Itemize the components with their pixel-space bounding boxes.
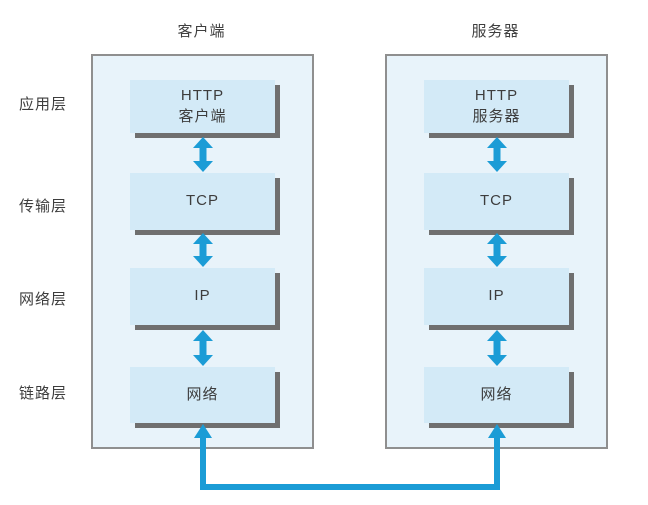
server-http-line2: 服务器	[472, 107, 521, 125]
layer-label-application: 应用层	[18, 95, 67, 113]
server-title: 服务器	[471, 23, 520, 40]
client-tcp-label: TCP	[186, 192, 219, 210]
double-arrow-icon	[487, 137, 507, 172]
double-arrow-icon	[487, 233, 507, 267]
server-ip-box: IP	[424, 268, 569, 325]
double-arrow-icon	[193, 330, 213, 366]
client-http-box: HTTP 客户端	[130, 80, 275, 133]
client-tcp-box: TCP	[130, 173, 275, 230]
connection-line-arrow	[194, 424, 506, 490]
server-tcp-label: TCP	[480, 192, 513, 210]
layer-label-transport: 传输层	[18, 197, 67, 215]
client-link-box: 网络	[130, 367, 275, 423]
client-ip-box: IP	[130, 268, 275, 325]
server-ip-label: IP	[488, 287, 505, 305]
server-link-box: 网络	[424, 367, 569, 423]
double-arrow-icon	[193, 233, 213, 267]
double-arrow-icon	[193, 137, 213, 172]
layer-label-link: 链路层	[18, 384, 67, 402]
client-link-label: 网络	[186, 385, 219, 403]
server-link-label: 网络	[480, 385, 513, 403]
client-title: 客户端	[177, 23, 226, 40]
double-arrow-icon	[487, 330, 507, 366]
server-http-box: HTTP 服务器	[424, 80, 569, 133]
server-http-line1: HTTP	[474, 87, 519, 105]
client-http-line2: 客户端	[178, 107, 227, 125]
client-ip-label: IP	[194, 287, 211, 305]
layer-label-network: 网络层	[18, 290, 67, 308]
client-http-line1: HTTP	[180, 87, 225, 105]
server-tcp-box: TCP	[424, 173, 569, 230]
